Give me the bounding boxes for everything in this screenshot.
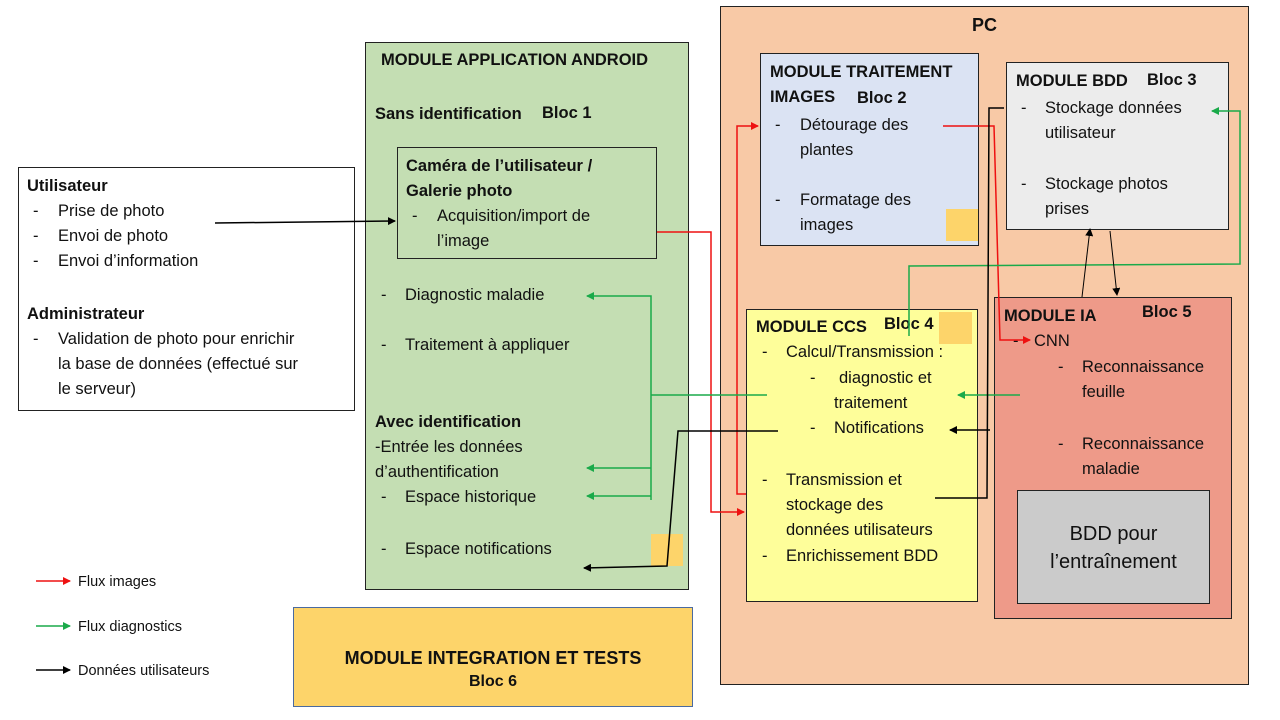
android-traitement: Traitement à appliquer (405, 336, 570, 354)
android-title: MODULE APPLICATION ANDROID (381, 51, 649, 69)
dash: - (381, 540, 387, 558)
bdd-title: MODULE BDD (1016, 72, 1128, 90)
android-notifications: Espace notifications (405, 540, 552, 558)
dash: - (762, 471, 768, 489)
traitement-item: images (800, 216, 854, 234)
legend-label: Flux diagnostics (78, 619, 182, 635)
ia-item: Reconnaissance (1082, 435, 1204, 453)
dash: - (1013, 332, 1019, 350)
android-historique: Espace historique (405, 488, 537, 506)
dash: - (762, 343, 768, 361)
android-avec-id: Avec identification (375, 413, 522, 431)
ccs-diag: diagnostic et (839, 369, 932, 387)
status-square (939, 312, 972, 344)
android-entree: -Entrée les données (375, 438, 523, 456)
utilisateur-item: Envoi de photo (58, 227, 169, 245)
camera-title: Caméra de l’utilisateur / (406, 157, 593, 175)
bdd-bloc: Bloc 3 (1147, 71, 1197, 89)
dash: - (810, 419, 816, 437)
dash: - (762, 547, 768, 565)
android-diag: Diagnostic maladie (405, 286, 545, 304)
traitement-title: IMAGES (770, 88, 836, 106)
ia-item: Reconnaissance (1082, 358, 1204, 376)
admin-line: Validation de photo pour enrichir (58, 330, 295, 348)
utilisateur-box (18, 167, 355, 411)
ccs-notif: Notifications (834, 419, 924, 437)
bdd-item: Stockage données (1045, 99, 1182, 117)
ia-cnn: CNN (1034, 332, 1070, 350)
camera-item: Acquisition/import de (437, 207, 591, 225)
ia-bloc: Bloc 5 (1142, 303, 1192, 321)
dash: - (1021, 99, 1027, 117)
camera-box (397, 147, 657, 259)
ccs-trans: stockage des (786, 496, 884, 514)
camera-title: Galerie photo (406, 182, 513, 200)
status-square (651, 534, 683, 566)
utilisateur-title: Utilisateur (27, 177, 108, 195)
ia-item: maladie (1082, 460, 1140, 478)
dash: - (381, 286, 387, 304)
ccs-trans: données utilisateurs (786, 521, 933, 539)
ia-title: MODULE IA (1004, 307, 1097, 325)
dash: - (810, 369, 816, 387)
dash: - (775, 191, 781, 209)
dash: - (1058, 358, 1064, 376)
admin-title: Administrateur (27, 305, 145, 323)
dash: - (775, 116, 781, 134)
ccs-trans: Transmission et (786, 471, 902, 489)
ccs-calc: Calcul/Transmission : (786, 343, 944, 361)
ia-item: feuille (1082, 383, 1126, 401)
traitement-item: plantes (800, 141, 854, 159)
training-db-label: l’entraînement (1050, 551, 1177, 573)
integration-bloc: Bloc 6 (468, 673, 517, 690)
android-sans-id: Sans identification (375, 105, 522, 123)
status-square (946, 209, 978, 241)
ccs-bloc: Bloc 4 (884, 315, 934, 333)
dash: - (33, 330, 39, 348)
admin-line: le serveur) (58, 380, 136, 398)
utilisateur-item: Envoi d’information (58, 252, 199, 270)
traitement-item: Formatage des (800, 191, 911, 209)
android-bloc: Bloc 1 (542, 104, 592, 122)
utilisateur-item: Prise de photo (58, 202, 165, 220)
integration-title: MODULE INTEGRATION ET TESTS (344, 648, 642, 668)
pc-title: PC (972, 15, 998, 35)
ccs-diag: traitement (834, 394, 908, 412)
camera-item: l’image (437, 232, 490, 250)
traitement-item: Détourage des (800, 116, 909, 134)
integration-module (293, 607, 693, 707)
dash: - (33, 227, 39, 245)
android-entree: d’authentification (375, 463, 499, 481)
traitement-bloc: Bloc 2 (857, 89, 907, 107)
training-db-label: BDD pour (1069, 523, 1158, 545)
training-db-box (1017, 490, 1210, 604)
legend-label: Flux images (78, 574, 157, 590)
ccs-enrich: Enrichissement BDD (786, 547, 939, 565)
dash: - (33, 252, 39, 270)
dash: - (33, 202, 39, 220)
dash: - (1058, 435, 1064, 453)
legend-label: Données utilisateurs (78, 663, 210, 679)
bdd-item: prises (1045, 200, 1090, 218)
admin-line: la base de données (effectué sur (58, 355, 299, 373)
bdd-item: utilisateur (1045, 124, 1116, 142)
dash: - (412, 207, 418, 225)
dash: - (1021, 175, 1027, 193)
dash: - (381, 336, 387, 354)
traitement-title: MODULE TRAITEMENT (770, 63, 953, 81)
ccs-title: MODULE CCS (756, 318, 867, 336)
dash: - (381, 488, 387, 506)
bdd-item: Stockage photos (1045, 175, 1168, 193)
